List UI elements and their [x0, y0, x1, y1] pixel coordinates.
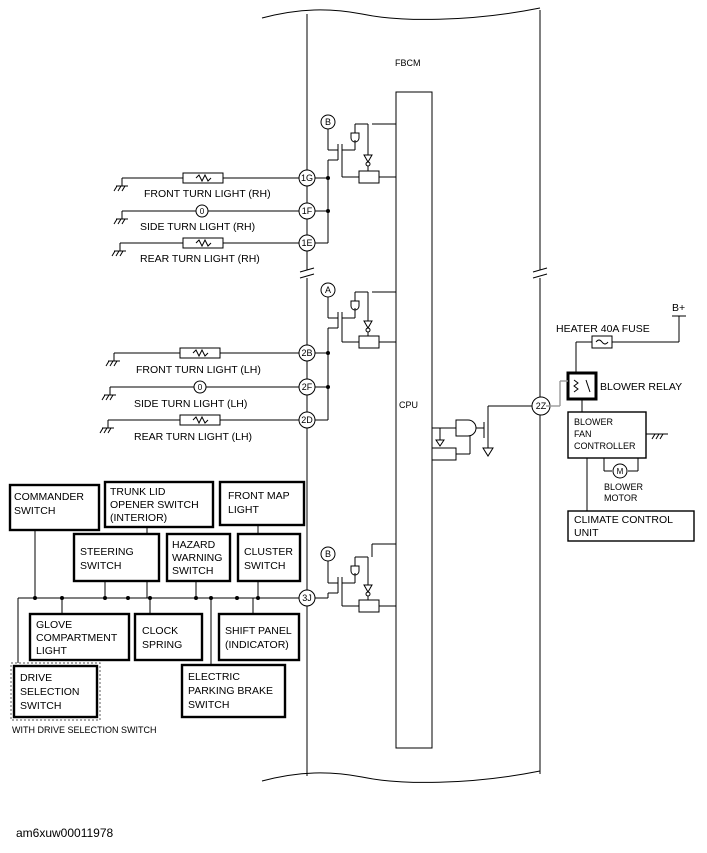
lh-rear-light — [99, 414, 299, 434]
rear-turn-light-rh-label: REAR TURN LIGHT (RH) — [140, 253, 260, 265]
epb-line2: PARKING BRAKE — [188, 685, 273, 697]
front-map-light-box — [218, 480, 306, 527]
clock-spring-line1: CLOCK — [142, 625, 178, 637]
heater-fuse-label: HEATER 40A FUSE — [556, 323, 650, 335]
fbcm-label: FBCM — [395, 58, 421, 68]
connector-2z-label: 2Z — [536, 401, 547, 411]
connector-2d-label: 2D — [301, 415, 313, 425]
hazard-line3: SWITCH — [172, 565, 213, 577]
clock-spring-line2: SPRING — [142, 639, 182, 651]
cpu-block — [395, 91, 433, 749]
climate-control-unit — [567, 510, 695, 542]
shift-panel-indicator-box — [217, 612, 301, 662]
drive-selection-line1: DRIVE — [20, 672, 52, 684]
blower-controller-line1: BLOWER — [574, 417, 614, 427]
drive-selection-line2: SELECTION — [20, 686, 80, 698]
clock-spring-box — [133, 612, 204, 662]
climate-line2: UNIT — [574, 527, 599, 539]
commander-switch-box — [8, 483, 101, 532]
shift-panel-line2: (INDICATOR) — [225, 639, 289, 651]
front-turn-light-rh-label: FRONT TURN LIGHT (RH) — [144, 188, 271, 200]
output-circuit-2z — [431, 405, 532, 461]
cluster-switch-box — [236, 532, 302, 583]
lh-front-light — [105, 347, 299, 367]
blower-motor-line2: MOTOR — [604, 493, 638, 503]
connector-1g-label: 1G — [301, 173, 313, 183]
steering-switch-box — [72, 532, 161, 583]
svg-text:M: M — [617, 467, 624, 476]
marker-a: A — [325, 285, 331, 295]
hazard-line1: HAZARD — [172, 539, 216, 551]
epb-line3: SWITCH — [188, 699, 229, 711]
front-map-light-line2: LIGHT — [228, 504, 260, 516]
driver-circuit-rh: B — [320, 114, 396, 243]
drive-selection-switch-box — [12, 664, 99, 719]
connector-3j-label: 3J — [302, 593, 312, 603]
blower-controller-line2: FAN — [574, 429, 592, 439]
glove-compartment-light-box — [28, 612, 131, 662]
glove-line3: LIGHT — [36, 645, 68, 657]
trunk-lid-opener-switch-box — [103, 480, 215, 529]
cluster-switch-line2: SWITCH — [244, 560, 285, 572]
driver-circuit-lh: A — [320, 282, 396, 420]
trunk-lid-line2: OPENER SWITCH — [110, 499, 199, 511]
marker-b-top: B — [325, 117, 331, 127]
front-turn-light-lh-label: FRONT TURN LIGHT (LH) — [136, 364, 261, 376]
glove-line2: COMPARTMENT — [36, 632, 118, 644]
marker-b-bottom: B — [325, 549, 331, 559]
blower-fan-controller — [567, 411, 647, 459]
trunk-lid-line3: (INTERIOR) — [110, 512, 167, 524]
commander-switch-line1: COMMANDER — [14, 491, 84, 503]
drive-selection-line3: SWITCH — [20, 700, 61, 712]
bplus-label: B+ — [672, 302, 685, 314]
cpu-label: CPU — [399, 400, 418, 410]
electric-parking-brake-switch-box — [180, 663, 287, 719]
blower-relay-symbol — [566, 371, 598, 401]
switch-bus — [17, 525, 299, 665]
figure-id-caption: am6xuw00011978 — [16, 826, 114, 840]
rh-side-light: 0 — [113, 204, 299, 225]
trunk-lid-line1: TRUNK LID — [110, 486, 166, 498]
rh-front-light — [113, 172, 299, 192]
rh-rear-light — [111, 237, 299, 257]
connector-2f-label: 2F — [302, 382, 313, 392]
climate-line1: CLIMATE CONTROL — [574, 514, 673, 526]
connector-2b-label: 2B — [301, 348, 312, 358]
front-map-light-line1: FRONT MAP — [228, 490, 290, 502]
epb-line1: ELECTRIC — [188, 671, 240, 683]
driver-circuit-3j: B — [315, 543, 396, 613]
svg-text:0: 0 — [198, 383, 203, 392]
connector-1f-label: 1F — [302, 206, 313, 216]
cluster-switch-line1: CLUSTER — [244, 546, 293, 558]
blower-controller-line3: CONTROLLER — [574, 441, 636, 451]
svg-text:0: 0 — [200, 207, 205, 216]
side-turn-light-lh-label: SIDE TURN LIGHT (LH) — [134, 398, 247, 410]
glove-line1: GLOVE — [36, 619, 72, 631]
commander-switch-line2: SWITCH — [14, 505, 55, 517]
hazard-line2: WARNING — [172, 552, 222, 564]
blower-relay-label: BLOWER RELAY — [600, 381, 682, 393]
hazard-warning-switch-box — [165, 532, 232, 583]
connector-1e-label: 1E — [301, 238, 312, 248]
rear-turn-light-lh-label: REAR TURN LIGHT (LH) — [134, 431, 252, 443]
blower-motor-symbol — [612, 463, 628, 479]
drive-selection-note: WITH DRIVE SELECTION SWITCH — [12, 725, 157, 735]
shift-panel-line1: SHIFT PANEL — [225, 625, 292, 637]
blower-motor-line1: BLOWER — [604, 482, 644, 492]
lh-side-light: 0 — [101, 380, 299, 401]
steering-switch-line1: STEERING — [80, 546, 134, 558]
steering-switch-line2: SWITCH — [80, 560, 121, 572]
side-turn-light-rh-label: SIDE TURN LIGHT (RH) — [140, 221, 255, 233]
